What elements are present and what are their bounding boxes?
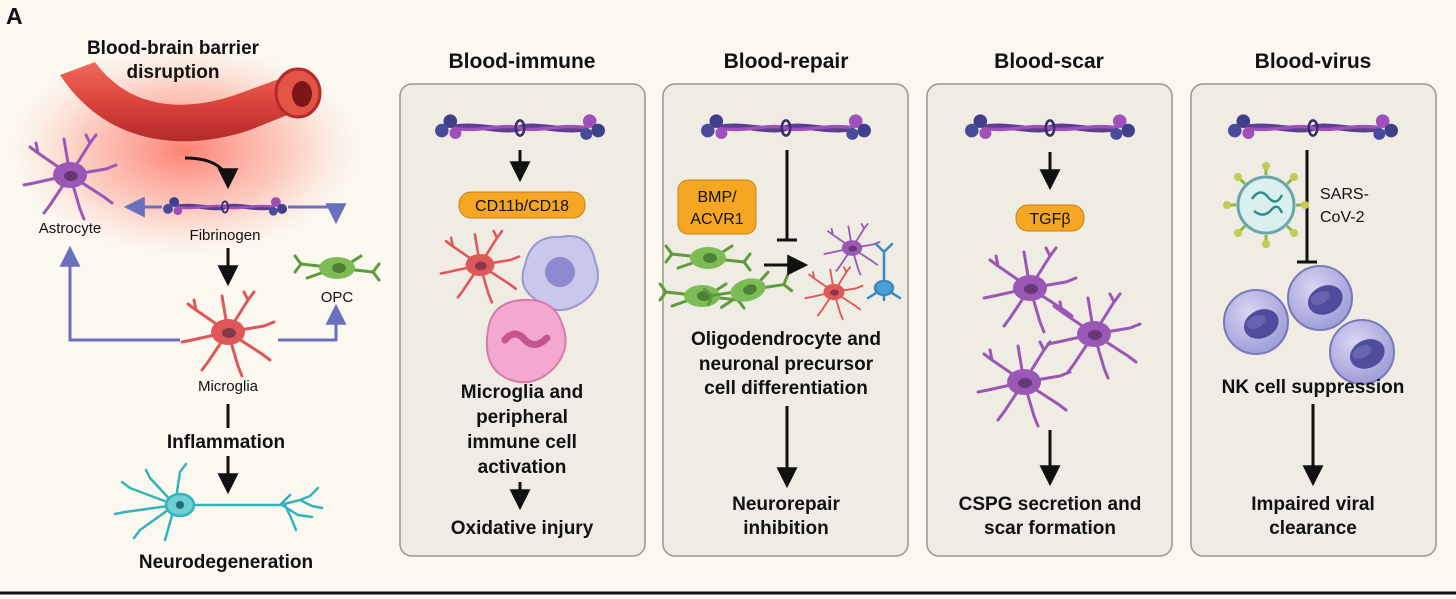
scar-content: TGFβ CSPG secretion and scar formation (959, 114, 1142, 539)
immune-outcome: Oxidative injury (451, 518, 594, 539)
macrophage-icon (521, 235, 599, 311)
panel-letter: A (6, 3, 23, 29)
scar-outcome-line2: scar formation (984, 518, 1116, 539)
cd11b-cd18-label: CD11b/CD18 (475, 198, 569, 215)
virus-content: SARS- CoV-2 NK cell suppression Impaired… (1222, 114, 1405, 539)
astrocyte-label: Astrocyte (39, 220, 102, 237)
sars-cov-2-virus-icon (1223, 162, 1309, 248)
nk-cell-icon (1287, 265, 1353, 331)
tgfb-label: TGFβ (1029, 211, 1070, 228)
sars-cov-2-line2: CoV-2 (1320, 209, 1365, 226)
blood-vessel-icon (60, 62, 322, 142)
microglia-label: Microglia (198, 378, 259, 395)
bmp-acvr1-badge (677, 179, 757, 235)
bmp-acvr1-line2: ACVR1 (690, 211, 743, 228)
sars-cov-2-line1: SARS- (1320, 186, 1369, 203)
repair-content: BMP/ ACVR1 Oligodendrocyte and neuronal … (658, 114, 902, 539)
opc-icon (293, 254, 381, 282)
neutrophil-icon (485, 298, 567, 384)
microglia-icon (180, 290, 276, 378)
tgfb-badge (1015, 204, 1085, 232)
repair-result-line3: cell differentiation (704, 378, 868, 399)
blood-immune-title: Blood-immune (449, 50, 596, 73)
arrow-fibrinogen-to-opc (288, 203, 347, 225)
neuron-icon (113, 462, 324, 542)
bbb-label-line1: Blood-brain barrier (87, 38, 260, 59)
nk-cell-icon (1329, 319, 1395, 385)
immune-result-line3: immune cell (467, 432, 577, 453)
fibrinogen-label: Fibrinogen (190, 227, 261, 244)
virus-outcome-line1: Impaired viral (1251, 494, 1375, 515)
opc-label: OPC (321, 289, 354, 306)
arrow-microglia-to-opc (278, 303, 347, 342)
repair-result-line1: Oligodendrocyte and (691, 329, 881, 350)
blood-scar-title: Blood-scar (994, 50, 1104, 73)
immune-result-line1: Microglia and (461, 382, 583, 403)
blood-repair-title: Blood-repair (724, 50, 849, 73)
repair-outcome-line1: Neurorepair (732, 494, 840, 515)
arrow-vessel-to-fibrinogen (184, 156, 239, 190)
scar-outcome-line1: CSPG secretion and (959, 494, 1142, 515)
virus-outcome-line2: clearance (1269, 518, 1357, 539)
immune-result-line4: activation (478, 457, 567, 478)
arrow-microglia-to-astrocyte (59, 245, 180, 342)
nk-cell-icon (1223, 289, 1289, 355)
repair-outcome-line2: inhibition (743, 518, 828, 539)
cd11b-cd18-badge (458, 191, 586, 219)
repair-result-line2: neuronal precursor (699, 354, 874, 375)
blood-scar-panel (926, 83, 1173, 557)
neuron-precursor-icon (866, 242, 902, 302)
inflammation-label: Inflammation (167, 432, 285, 453)
bbb-label-line2: disruption (127, 62, 220, 83)
immune-result-line2: peripheral (476, 407, 568, 428)
bmp-acvr1-line1: BMP/ (697, 189, 737, 206)
virus-result: NK cell suppression (1222, 377, 1405, 398)
neurodegeneration-label: Neurodegeneration (139, 552, 313, 573)
blood-virus-title: Blood-virus (1255, 50, 1372, 73)
overview-section: Blood-brain barrier disruption Astrocyte… (10, 38, 381, 573)
immune-content: CD11b/CD18 Microglia and peripheral immu… (435, 114, 605, 539)
